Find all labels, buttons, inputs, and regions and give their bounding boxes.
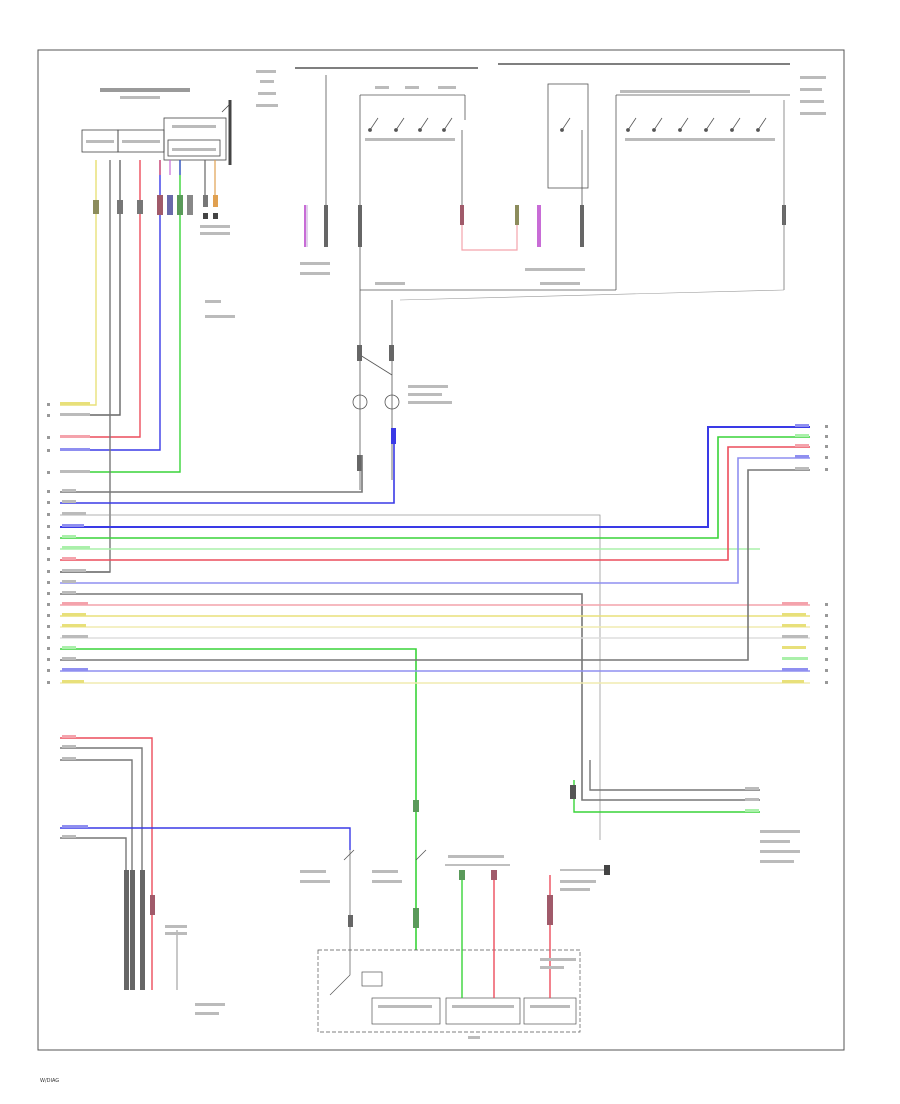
top-left-module-labels <box>86 88 235 318</box>
bottom-center-switches <box>343 849 427 861</box>
bottom-center-pins <box>300 800 610 1039</box>
left-vertical-wires <box>60 160 181 573</box>
left-connector-pins <box>93 195 218 219</box>
left-pin-numbers <box>47 403 50 493</box>
left-wires-top-stub <box>95 160 216 195</box>
top-center-connectors <box>304 205 786 247</box>
top-switches <box>368 117 767 132</box>
bottom-left-pins <box>62 735 225 1015</box>
right-lower-labels <box>570 785 800 863</box>
bottom-control-unit <box>317 949 581 1033</box>
middle-junction-pins <box>357 345 452 471</box>
top-left-module <box>81 100 232 165</box>
top-switch-labels <box>256 70 826 285</box>
top-center-switch-block <box>295 63 790 291</box>
left-bus-pin-numbers <box>47 425 828 684</box>
diagram-border <box>37 49 845 1051</box>
bottom-center-wires <box>445 864 610 998</box>
horizontal-bus <box>60 426 810 950</box>
left-pin-labels <box>60 402 90 473</box>
bottom-control-unit-inner <box>329 850 577 1025</box>
bottom-left-wires <box>60 737 351 990</box>
top-center-wires <box>399 100 785 301</box>
right-lower-connector <box>573 760 760 813</box>
diagram-footer-code: W/DIAG <box>40 1078 60 1084</box>
horizontal-bus-labels <box>62 424 809 683</box>
